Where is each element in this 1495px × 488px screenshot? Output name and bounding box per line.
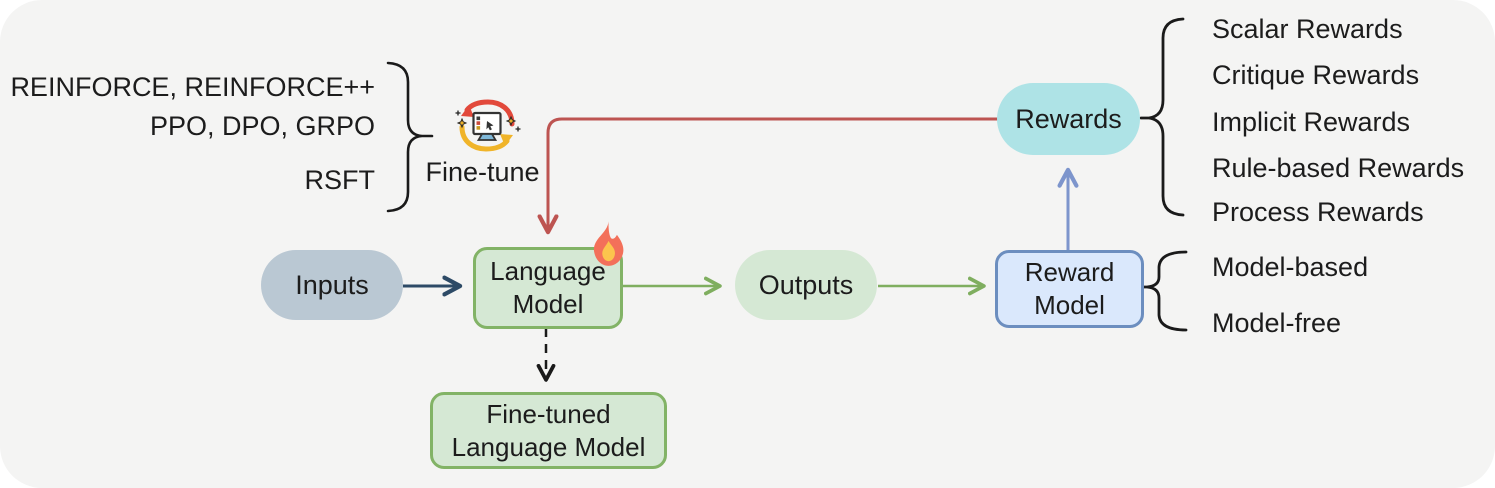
reward-model-types-brace [1137, 250, 1188, 332]
node-reward-model: Reward Model [995, 250, 1144, 328]
reward-model-type-model-based: Model-based [1212, 252, 1369, 282]
algorithms-line-3: RSFT [304, 165, 376, 195]
node-outputs-label: Outputs [758, 269, 854, 300]
node-language-model-line2: Model [512, 289, 584, 319]
node-inputs-label: Inputs [295, 269, 369, 300]
node-rewards: Rewards [997, 83, 1140, 155]
finetune-sync-icon [455, 99, 521, 152]
node-language-model: Language Model [473, 247, 623, 329]
algorithms-brace [386, 61, 434, 213]
node-finetuned-language-model: Fine-tuned Language Model [430, 392, 667, 469]
reward-types-brace [1139, 17, 1185, 217]
rewards-feedback-arrow [537, 117, 1001, 235]
algorithms-list: REINFORCE, REINFORCE++ PPO, DPO, GRPO RS… [0, 0, 375, 230]
reward-type-critique: Critique Rewards [1212, 60, 1420, 90]
node-inputs: Inputs [261, 250, 403, 320]
node-rewards-label: Rewards [1015, 103, 1122, 134]
reward-type-rule-based: Rule-based Rewards [1212, 153, 1465, 183]
reward-type-implicit: Implicit Rewards [1212, 107, 1411, 137]
algorithms-line-2: PPO, DPO, GRPO [149, 111, 375, 141]
algorithms-line-1: REINFORCE, REINFORCE++ [10, 72, 375, 102]
node-outputs: Outputs [735, 250, 877, 320]
node-finetuned-line1: Fine-tuned [486, 398, 611, 429]
reward-type-process: Process Rewards [1212, 197, 1424, 227]
node-finetuned-line2: Language Model [451, 431, 646, 462]
node-reward-model-line1: Reward [1024, 257, 1115, 287]
reward-model-type-model-free: Model-free [1212, 308, 1342, 338]
node-reward-model-line2: Model [1034, 290, 1105, 320]
fire-icon [593, 221, 624, 266]
reward-type-scalar: Scalar Rewards [1212, 14, 1403, 44]
node-language-model-line1: Language [490, 256, 606, 286]
finetune-label: Fine-tune [425, 157, 540, 187]
